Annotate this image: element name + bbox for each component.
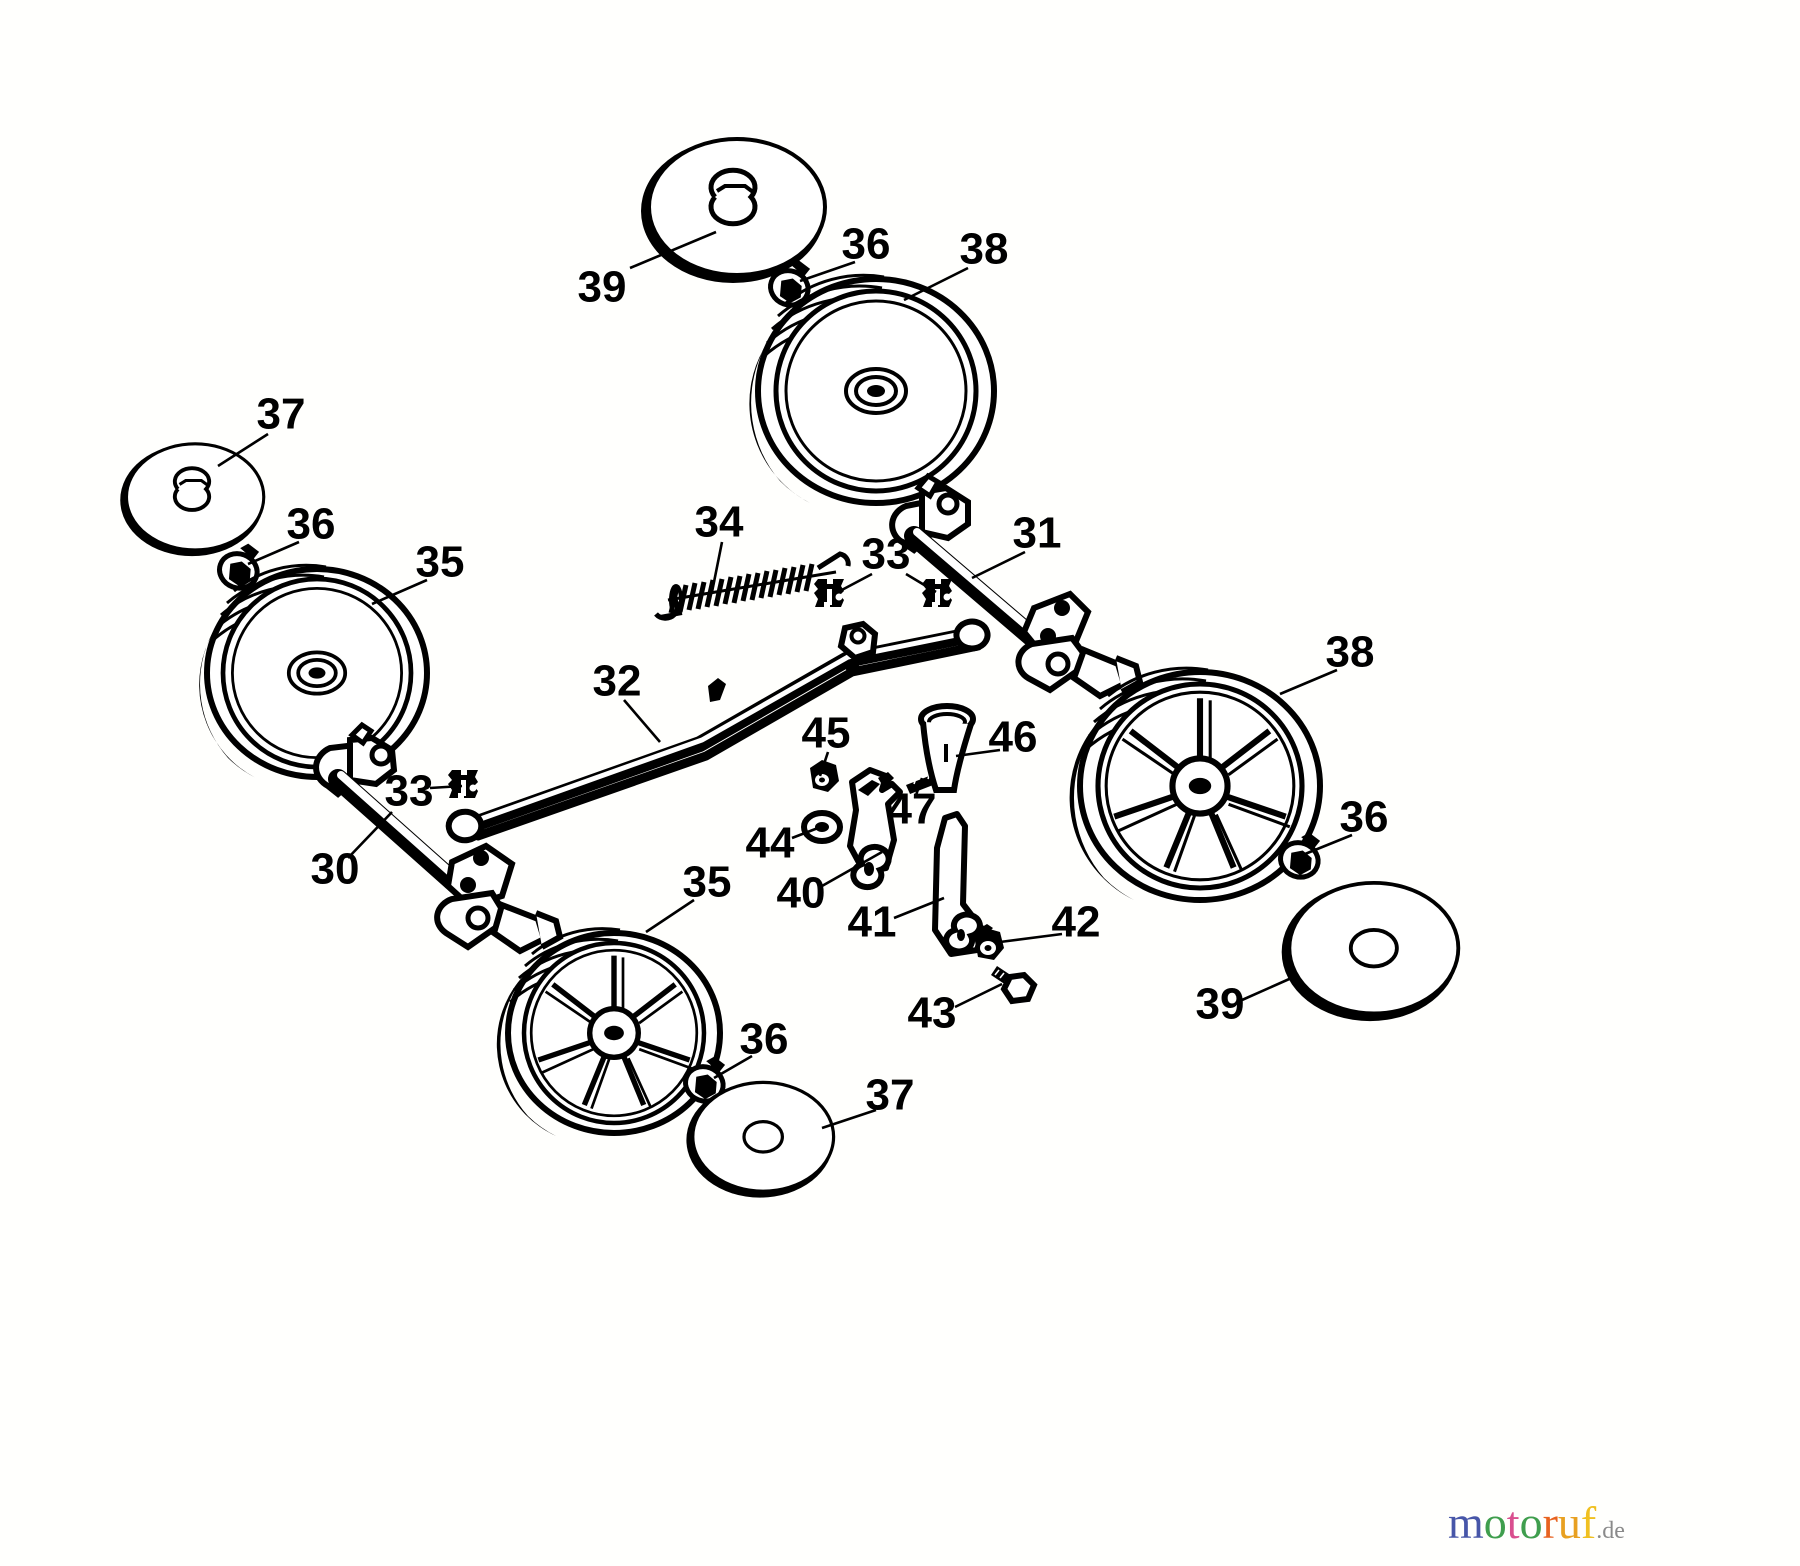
part-40-adjuster-lever-bracket	[847, 767, 903, 891]
callout-leader-43	[954, 982, 1003, 1009]
wm-letter-o2: o	[1519, 1497, 1543, 1548]
callout-leader-38-top	[903, 266, 969, 302]
wm-letter-u: u	[1557, 1497, 1581, 1548]
part-33-clip-a	[814, 579, 844, 607]
callout-number-37-low: 37	[866, 1071, 915, 1120]
callout-number-44: 44	[746, 819, 795, 868]
wm-letter-o1: o	[1483, 1497, 1507, 1548]
callout-number-32: 32	[593, 657, 642, 706]
part-42-lock-nut	[974, 924, 1004, 960]
callout-number-46: 46	[989, 713, 1038, 762]
callout-leader-45	[818, 751, 830, 777]
callout-leader-38-right	[1279, 668, 1338, 696]
callout-number-45: 45	[802, 709, 851, 758]
callout-number-39-right: 39	[1196, 980, 1245, 1029]
callout-leader-30	[347, 811, 393, 859]
callout-leader-37-left	[217, 432, 269, 468]
part-44-flat-washer	[801, 810, 843, 844]
callout-number-33-top: 33	[862, 530, 911, 579]
callout-number-47: 47	[888, 785, 937, 834]
callout-leader-47	[913, 777, 924, 799]
callout-leader-35-left	[371, 578, 428, 606]
callout-leader-37-low	[821, 1108, 877, 1130]
callout-leader-36-low	[713, 1054, 753, 1080]
wm-letter-r: r	[1542, 1497, 1558, 1548]
part-35-wheel-low	[496, 927, 723, 1136]
part-38-wheel-right	[1069, 666, 1323, 903]
callout-leader-40	[821, 850, 883, 888]
callout-leader-39-right	[1241, 974, 1297, 1002]
wm-letter-m: m	[1448, 1497, 1484, 1548]
callout-number-36-right: 36	[1340, 793, 1389, 842]
motoruf-watermark: motoruf.de	[1448, 1496, 1625, 1549]
callout-leader-39-top	[629, 230, 717, 270]
callout-layer	[217, 230, 1353, 1130]
callout-number-42: 42	[1052, 898, 1101, 947]
callout-number-36-low: 36	[740, 1015, 789, 1064]
callout-number-39-top: 39	[578, 263, 627, 312]
part-38-wheel-top	[749, 273, 997, 506]
callout-leader-36-left	[247, 540, 300, 566]
callout-leader-44	[791, 826, 819, 840]
part-30-left-axle-arm	[313, 721, 564, 955]
callout-number-36-top: 36	[842, 220, 891, 269]
callout-number-35-low: 35	[683, 858, 732, 907]
part-34-extension-spring	[654, 551, 851, 621]
part-39-hubcap-large-top	[641, 139, 825, 283]
callout-leader-36-top	[799, 260, 856, 283]
callout-number-43: 43	[908, 989, 957, 1038]
part-46-lever-knob	[918, 703, 976, 793]
part-33-clip-b	[922, 579, 952, 607]
part-31-right-axle-arm	[889, 472, 1144, 700]
callout-number-36-left: 36	[287, 500, 336, 549]
callout-leader-42	[999, 932, 1063, 944]
callout-leader-41	[893, 896, 945, 920]
callout-leader-31	[971, 550, 1026, 580]
part-43-hex-bolt	[991, 966, 1038, 1005]
callout-leader-46	[955, 748, 1001, 758]
callout-number-41: 41	[848, 898, 897, 947]
callout-number-34: 34	[695, 498, 744, 547]
callout-number-31: 31	[1013, 509, 1062, 558]
part-37-hubcap-small-low	[684, 1080, 836, 1200]
part-39-hubcap-large-right	[1279, 880, 1461, 1024]
part-41-adjuster-lever-arm	[932, 811, 986, 957]
callout-number-40: 40	[777, 869, 826, 918]
callout-number-38-top: 38	[960, 225, 1009, 274]
callout-number-33-left: 33	[385, 767, 434, 816]
callout-leader-34	[710, 541, 724, 593]
part-45-hex-nut	[810, 760, 839, 792]
callout-leader-32	[623, 699, 661, 743]
callout-number-37-left: 37	[257, 390, 306, 439]
wm-suffix: .de	[1596, 1518, 1625, 1544]
callout-number-35-left: 35	[416, 538, 465, 587]
wm-letter-f: f	[1580, 1497, 1597, 1548]
part-32-linkage-rod	[445, 618, 991, 844]
callout-leader-33-left	[429, 784, 463, 790]
callout-leader-35-low	[645, 898, 695, 934]
wm-letter-t: t	[1506, 1497, 1520, 1548]
part-33-clip-c	[448, 770, 478, 798]
callout-leader-33-top	[837, 572, 873, 594]
callout-number-38-right: 38	[1326, 628, 1375, 677]
callout-leader-36-right	[1304, 833, 1353, 856]
callout-number-30: 30	[311, 845, 360, 894]
part-37-hubcap-small-left	[118, 441, 266, 559]
callout-text-layer: 39 36 38 37 36 35 34 33 31 38 32 45 46 47 33 44 36 30 40 35…	[257, 220, 1389, 1120]
callout-leader-33-top	[905, 572, 937, 594]
part-35-wheel-left	[199, 563, 430, 780]
